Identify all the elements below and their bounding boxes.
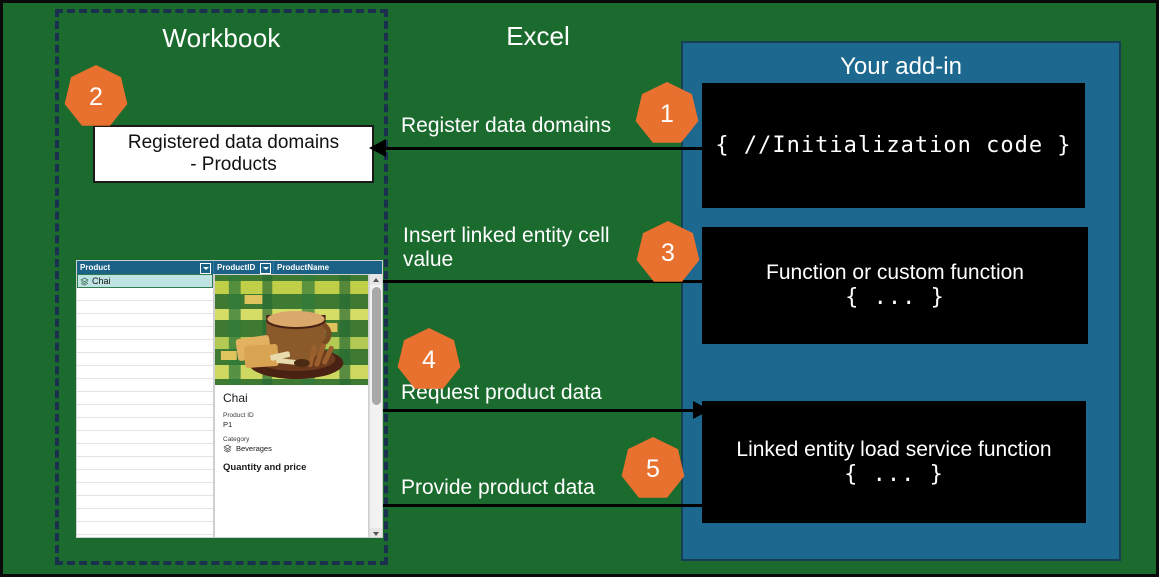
linked-entity-icon bbox=[223, 444, 232, 453]
step-marker-5-number: 5 bbox=[646, 454, 660, 483]
flow-label-provide-product-data: Provide product data bbox=[401, 476, 595, 499]
step-marker-3-number: 3 bbox=[661, 238, 675, 267]
code-block-function-title: Function or custom function bbox=[766, 261, 1024, 284]
grid-row[interactable] bbox=[77, 431, 213, 444]
scroll-up-button[interactable] bbox=[370, 274, 382, 285]
entity-card-title: Chai bbox=[223, 391, 248, 405]
selected-cell-chai[interactable]: Chai bbox=[77, 274, 213, 288]
field-value-category-text: Beverages bbox=[236, 444, 272, 453]
linked-entity-card: Chai Product ID P1 Category Beverages bbox=[214, 274, 369, 537]
card-scrollbar[interactable] bbox=[369, 274, 382, 537]
grid-row[interactable] bbox=[77, 444, 213, 457]
product-photo bbox=[215, 275, 368, 385]
filter-dropdown-icon[interactable] bbox=[260, 263, 271, 274]
entity-card-section-quantity-price: Quantity and price bbox=[223, 462, 307, 473]
column-header-productid-label: ProductID bbox=[217, 263, 256, 272]
column-header-productname[interactable]: ProductName bbox=[274, 261, 382, 274]
field-value-category: Beverages bbox=[223, 444, 360, 453]
scrollbar-thumb[interactable] bbox=[372, 287, 381, 405]
grid-row[interactable] bbox=[77, 418, 213, 431]
column-header-product-label: Product bbox=[80, 263, 111, 272]
grid-row[interactable] bbox=[77, 340, 213, 353]
linked-entity-icon bbox=[80, 277, 89, 286]
flow-label-request-product-data: Request product data bbox=[401, 381, 602, 404]
registered-data-domains-box: Registered data domains - Products bbox=[93, 125, 374, 183]
step-marker-2-number: 2 bbox=[89, 82, 103, 111]
flow-label-register-data-domains: Register data domains bbox=[401, 114, 612, 137]
grid-row[interactable] bbox=[77, 522, 213, 535]
arrow-provide-product-data-line bbox=[333, 504, 702, 507]
scroll-down-button[interactable] bbox=[370, 528, 382, 537]
field-value-product-id: P1 bbox=[223, 420, 360, 429]
grid-row[interactable] bbox=[77, 496, 213, 509]
arrow-insert-cell-value-line bbox=[127, 280, 702, 283]
grid-row[interactable] bbox=[77, 314, 213, 327]
flow-label-insert-linked-entity: Insert linked entity cell value bbox=[403, 224, 610, 271]
code-block-load-service-body: { ... } bbox=[844, 461, 944, 487]
filter-dropdown-icon[interactable] bbox=[200, 263, 211, 274]
grid-row[interactable] bbox=[77, 405, 213, 418]
column-header-productname-label: ProductName bbox=[277, 263, 330, 272]
arrow-register-data-domains-line bbox=[383, 147, 702, 150]
grid-row[interactable] bbox=[77, 392, 213, 405]
column-header-productid[interactable]: ProductID bbox=[214, 261, 274, 274]
grid-row[interactable] bbox=[77, 366, 213, 379]
grid-row[interactable] bbox=[77, 509, 213, 522]
grid-row[interactable] bbox=[77, 327, 213, 340]
arrow-request-product-data-line bbox=[375, 409, 693, 412]
code-block-initialization: { //Initialization code } bbox=[702, 83, 1085, 208]
code-block-function-body: { ... } bbox=[845, 285, 945, 310]
addin-panel-title: Your add-in bbox=[840, 53, 962, 80]
column-header-product[interactable]: Product bbox=[77, 261, 214, 274]
excel-title: Excel bbox=[506, 21, 570, 51]
spreadsheet-body: Chai bbox=[77, 274, 382, 537]
arrow-request-product-data-head bbox=[693, 401, 710, 419]
entity-card-body: Chai Product ID P1 Category Beverages bbox=[215, 385, 368, 473]
registered-data-domains-text: Registered data domains - Products bbox=[127, 131, 340, 175]
arrow-register-data-domains-head bbox=[369, 139, 386, 157]
code-block-initialization-text: { //Initialization code } bbox=[715, 133, 1072, 158]
caret-up-icon bbox=[373, 277, 379, 282]
code-block-load-service: Linked entity load service function { ..… bbox=[702, 401, 1086, 523]
workbook-title: Workbook bbox=[162, 23, 281, 53]
grid-row[interactable] bbox=[77, 353, 213, 366]
grid-row[interactable] bbox=[77, 301, 213, 314]
code-block-function: Function or custom function { ... } bbox=[702, 227, 1088, 344]
product-photo-image bbox=[215, 275, 368, 385]
step-marker-4-number: 4 bbox=[422, 345, 436, 374]
spreadsheet-header-row: Product ProductID ProductName bbox=[77, 261, 382, 274]
grid-row[interactable] bbox=[77, 483, 213, 496]
field-value-product-id-text: P1 bbox=[223, 420, 233, 429]
step-marker-1-number: 1 bbox=[660, 99, 674, 128]
field-label-category: Category bbox=[223, 436, 250, 443]
grid-row[interactable] bbox=[77, 470, 213, 483]
grid-row[interactable] bbox=[77, 457, 213, 470]
grid-row[interactable] bbox=[77, 379, 213, 392]
selected-cell-value: Chai bbox=[92, 276, 111, 286]
code-block-load-service-title: Linked entity load service function bbox=[736, 437, 1052, 461]
spreadsheet-grid-column: Chai bbox=[77, 274, 214, 537]
workbook-boundary bbox=[55, 9, 388, 565]
field-label-product-id: Product ID bbox=[223, 412, 254, 419]
excel-spreadsheet-mock: Product ProductID ProductName Ch bbox=[76, 260, 383, 538]
grid-row[interactable] bbox=[77, 288, 213, 301]
caret-down-icon bbox=[373, 531, 379, 536]
